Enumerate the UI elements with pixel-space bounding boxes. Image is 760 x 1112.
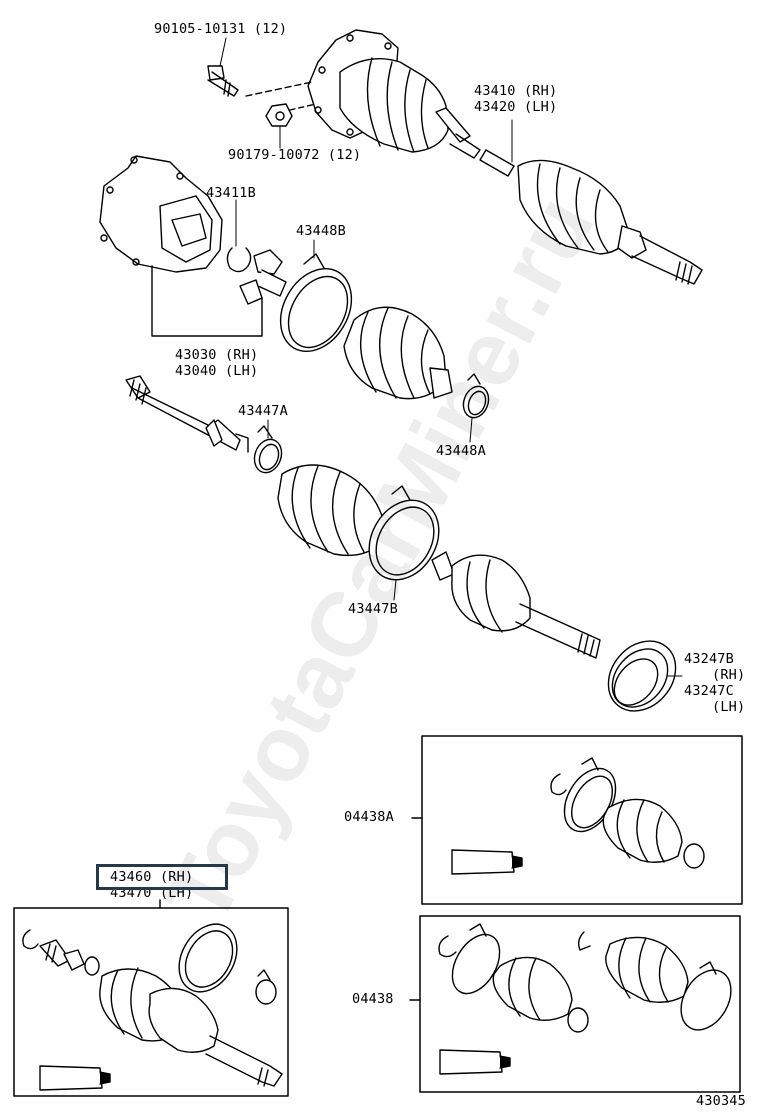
- kit-a-parts: [451, 757, 705, 875]
- kit-box-04438: [419, 915, 741, 1093]
- label-joint-lh[interactable]: 43040 (LH): [175, 363, 259, 379]
- label-dust-deflector-b-side: (RH): [712, 667, 746, 683]
- bolt: [207, 65, 313, 97]
- assembly-box-43460: [13, 907, 289, 1097]
- inboard-joint-housing: [99, 155, 223, 273]
- clamp-43447b: [368, 485, 440, 581]
- kit-parts: [438, 923, 732, 1075]
- label-outboard-rh[interactable]: 43460 (RH): [110, 869, 194, 885]
- label-nut[interactable]: 90179-10072 (12): [228, 147, 362, 163]
- tripod-joint: [239, 249, 287, 305]
- inboard-boot: [343, 306, 453, 400]
- clamp-43448a: [462, 373, 490, 419]
- clamp-43448b: [279, 253, 353, 353]
- label-dust-deflector-b[interactable]: 43247B: [684, 651, 734, 667]
- label-dust-deflector-c-side: (LH): [712, 699, 746, 715]
- label-clamp-43447a[interactable]: 43447A: [238, 403, 288, 419]
- kit-box-04438a: [421, 735, 743, 905]
- highlight-box: [96, 864, 228, 890]
- label-kit-04438[interactable]: 04438: [352, 991, 394, 1007]
- drive-shaft-assembly: [307, 29, 703, 285]
- label-bolt[interactable]: 90105-10131 (12): [154, 21, 288, 37]
- label-shaft-rh[interactable]: 43410 (RH): [474, 83, 558, 99]
- label-joint-rh[interactable]: 43030 (RH): [175, 347, 259, 363]
- outboard-boot: [277, 464, 385, 557]
- label-snap-ring[interactable]: 43411B: [206, 185, 256, 201]
- dust-deflector: [607, 640, 677, 712]
- callout-bracket: [151, 265, 263, 337]
- nut: [265, 103, 317, 127]
- intermediate-shaft: [125, 375, 249, 453]
- outboard-joint: [431, 551, 601, 659]
- label-clamp-43448a[interactable]: 43448A: [436, 443, 486, 459]
- label-kit-04438a[interactable]: 04438A: [344, 809, 394, 825]
- outboard-assembly-parts: [22, 923, 283, 1091]
- clamp-43447a: [253, 425, 283, 474]
- snap-ring: [226, 247, 252, 273]
- leader-lines: [219, 37, 683, 677]
- label-clamp-43447b[interactable]: 43447B: [348, 601, 398, 617]
- label-clamp-43448b[interactable]: 43448B: [296, 223, 346, 239]
- label-shaft-lh[interactable]: 43420 (LH): [474, 99, 558, 115]
- label-dust-deflector-c[interactable]: 43247C: [684, 683, 734, 699]
- diagram-number: 430345: [696, 1093, 746, 1109]
